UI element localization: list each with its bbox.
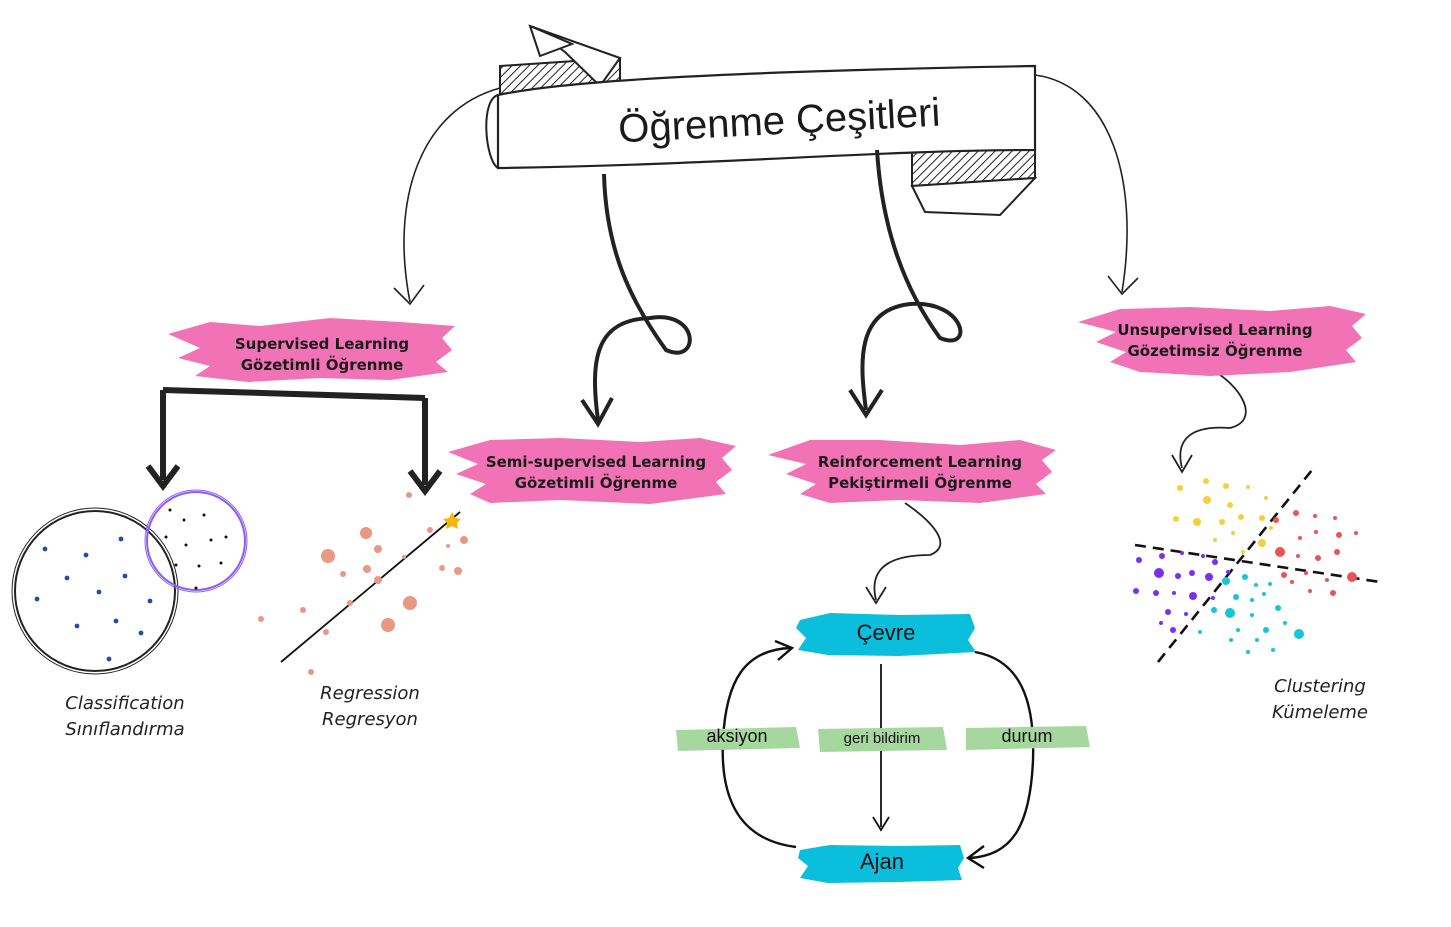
right-cycle-arrow: [969, 650, 1035, 860]
regression-illustration: [258, 492, 468, 675]
action-label: aksiyon: [706, 726, 768, 746]
state-label-bg: [966, 726, 1090, 750]
classification-illustration: [11, 489, 248, 675]
agent-highlight: [798, 845, 964, 883]
brush-semi: [448, 438, 736, 504]
clustering-caption-tr: Kümeleme: [1271, 702, 1369, 723]
clustering-illustration: [1133, 469, 1381, 663]
clustering-caption: Clustering Kümeleme: [1245, 674, 1395, 726]
supervised-label-en: Supervised Learning: [234, 335, 410, 353]
connector-arrows: [145, 74, 1247, 605]
classification-caption-en: Classification: [65, 693, 185, 714]
reinforcement-label-tr: Pekiştirmeli Öğrenme: [828, 474, 1012, 492]
reinforcement-label-en: Reinforcement Learning: [817, 453, 1023, 471]
brush-supervised: [168, 318, 455, 382]
semi-label-tr: Gözetimli Öğrenme: [514, 474, 678, 492]
unsupervised-label: Unsupervised Learning Gözetimsiz Öğrenme: [1105, 320, 1325, 362]
title-ribbon: Öğrenme Çeşitleri: [485, 24, 1038, 217]
reinforcement-label: Reinforcement Learning Pekiştirmeli Öğre…: [800, 452, 1040, 494]
semi-supervised-label: Semi-supervised Learning Gözetimli Öğren…: [470, 452, 722, 494]
arrow-to-semi: [592, 173, 692, 421]
supervised-bracket: [162, 387, 426, 401]
rl-cycle: [676, 613, 1090, 883]
supervised-label: Supervised Learning Gözetimli Öğrenme: [212, 334, 432, 376]
brush-unsupervised: [1078, 306, 1366, 376]
regression-caption: Regression Regresyon: [290, 681, 450, 733]
arrow-to-clustering: [1179, 369, 1247, 469]
supervised-label-tr: Gözetimli Öğrenme: [240, 356, 404, 374]
brush-reinforcement: [768, 440, 1056, 503]
environment-label: Çevre: [856, 620, 916, 645]
agent-label: Ajan: [859, 849, 905, 874]
feedback-label: geri bildirim: [843, 730, 921, 747]
arrow-to-supervised: [403, 87, 501, 303]
classification-caption-tr: Sınıflandırma: [65, 719, 185, 740]
feedback-label-bg: [818, 727, 947, 752]
semi-label-en: Semi-supervised Learning: [485, 453, 707, 471]
regression-caption-tr: Regresyon: [322, 709, 418, 730]
environment-highlight: [796, 613, 976, 656]
state-label: durum: [1001, 726, 1053, 746]
arrow-to-reinforcement: [860, 149, 963, 411]
action-label-bg: [676, 727, 800, 751]
arrow-to-unsupervised: [1034, 74, 1128, 293]
star-icon: [443, 512, 461, 529]
unsupervised-label-tr: Gözetimsiz Öğrenme: [1127, 342, 1303, 360]
unsupervised-label-en: Unsupervised Learning: [1117, 321, 1313, 339]
classification-caption: Classification Sınıflandırma: [30, 691, 220, 743]
arrow-to-cycle: [873, 502, 942, 601]
regression-caption-en: Regression: [320, 683, 420, 704]
clustering-caption-en: Clustering: [1274, 676, 1366, 697]
